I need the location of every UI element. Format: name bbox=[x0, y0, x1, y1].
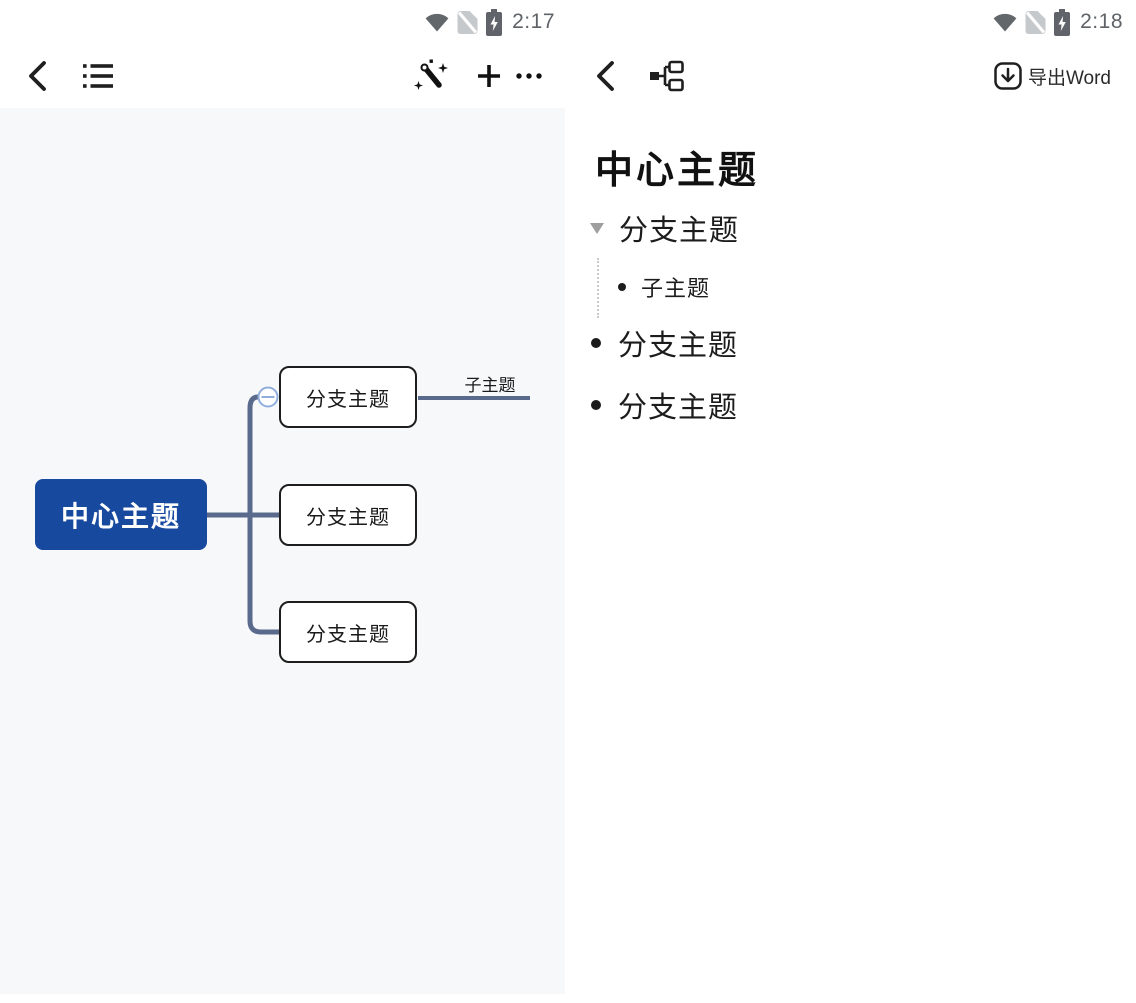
bulleted-list-icon bbox=[83, 64, 113, 88]
back-button[interactable] bbox=[25, 60, 49, 92]
plus-icon bbox=[478, 65, 500, 87]
battery-charging-icon bbox=[486, 8, 503, 36]
chevron-left-icon bbox=[29, 61, 46, 91]
mindmap-canvas[interactable]: 中心主题 分支主题 分支主题 分支主题 子主题 bbox=[0, 108, 565, 994]
indent-guide-line bbox=[597, 258, 599, 318]
bullet-icon bbox=[618, 283, 626, 291]
outline-item[interactable]: 分支主题 bbox=[591, 390, 738, 424]
outline-item-label: 分支主题 bbox=[618, 392, 739, 424]
status-bar: 2:18 bbox=[568, 0, 1136, 44]
outline-subitem[interactable]: 子主题 bbox=[618, 274, 711, 301]
outline-item[interactable]: 分支主题 bbox=[590, 212, 739, 247]
collapse-triangle-icon[interactable] bbox=[590, 222, 604, 234]
branch-topic-node[interactable]: 分支主题 bbox=[279, 366, 417, 428]
wifi-icon bbox=[993, 13, 1017, 32]
mindmap-editor-screen: 2:17 bbox=[0, 0, 568, 994]
add-node-button[interactable] bbox=[475, 62, 503, 90]
mindmap-tree-icon bbox=[650, 60, 684, 92]
outline-subitem-label: 子主题 bbox=[641, 276, 711, 301]
chevron-left-icon bbox=[597, 61, 614, 91]
download-icon bbox=[994, 62, 1022, 90]
outline-export-screen: 2:18 导出Word 中心主题 分支主题 bbox=[568, 0, 1136, 1003]
mindmap-view-button[interactable] bbox=[649, 59, 686, 93]
outline-item-label: 分支主题 bbox=[619, 215, 740, 247]
mindmap-connectors bbox=[207, 386, 530, 635]
no-sim-icon bbox=[1025, 10, 1046, 34]
editor-toolbar bbox=[0, 44, 568, 108]
status-time: 2:18 bbox=[1080, 10, 1123, 33]
bullet-icon bbox=[591, 338, 601, 348]
ellipsis-icon bbox=[516, 73, 542, 79]
wifi-icon bbox=[425, 13, 449, 32]
battery-charging-icon bbox=[1054, 8, 1071, 36]
no-sim-icon bbox=[457, 10, 478, 34]
export-word-button[interactable]: 导出Word bbox=[994, 62, 1111, 90]
status-bar: 2:17 bbox=[0, 0, 568, 44]
central-topic-node[interactable]: 中心主题 bbox=[35, 479, 207, 550]
outline-view-button[interactable] bbox=[83, 63, 113, 89]
outline-toolbar: 导出Word bbox=[568, 44, 1136, 108]
status-time: 2:17 bbox=[512, 10, 555, 33]
outline-item-label: 分支主题 bbox=[618, 330, 739, 362]
magic-wand-icon bbox=[414, 59, 448, 90]
ai-assistant-button[interactable] bbox=[413, 58, 451, 94]
collapse-branch-button[interactable] bbox=[257, 386, 279, 408]
outline-item[interactable]: 分支主题 bbox=[591, 328, 738, 362]
bullet-icon bbox=[591, 400, 601, 410]
more-options-button[interactable] bbox=[515, 72, 543, 80]
subtopic-node[interactable]: 子主题 bbox=[464, 376, 516, 395]
export-word-label: 导出Word bbox=[1027, 67, 1111, 89]
branch-topic-node[interactable]: 分支主题 bbox=[279, 601, 417, 663]
branch-topic-node[interactable]: 分支主题 bbox=[279, 484, 417, 546]
outline-title: 中心主题 bbox=[595, 150, 760, 192]
back-button[interactable] bbox=[593, 60, 617, 92]
